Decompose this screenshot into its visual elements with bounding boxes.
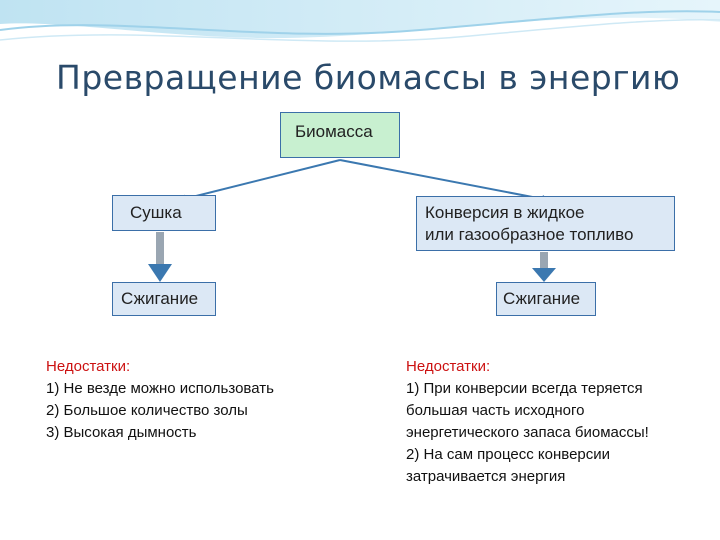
node-burning-right-label: Сжигание [503,289,581,308]
wave-line-1 [0,10,720,35]
node-conversion-line1: Конверсия в жидкое [425,203,585,222]
right-drawback-line: большая часть исходного [406,402,585,419]
arrow-to-drying [178,159,341,203]
right-drawback-line: затрачивается энергия [406,468,566,485]
arrow-to-conversion [339,159,550,203]
node-conversion-line2: или газообразное топливо [425,225,634,244]
arrow-conversion-to-burning [532,252,556,282]
node-drying: Сушка [112,195,216,231]
wave-decoration [0,0,720,42]
arrow-drying-to-burning [148,232,172,282]
right-drawback-line: энергетического запаса биомассы! [406,424,649,441]
slide-title: Превращение биомассы в энергию [56,58,681,97]
right-drawback-line: 2) На сам процесс конверсии [406,446,611,463]
wave-line-2 [0,18,720,42]
node-conversion: Конверсия в жидкое или газообразное топл… [416,196,675,251]
node-burning-left: Сжигание [112,282,216,316]
left-drawback-item: 1) Не везде можно использовать [46,380,274,397]
node-biomass: Биомасса [280,112,400,158]
right-drawbacks-heading: Недостатки: [406,358,491,375]
node-burning-left-label: Сжигание [121,289,199,308]
node-drying-label: Сушка [130,203,182,222]
node-biomass-label: Биомасса [295,122,373,141]
right-drawbacks: Недостатки: 1) При конверсии всегда теря… [406,356,649,488]
left-drawback-item: 2) Большое количество золы [46,402,248,419]
left-drawback-item: 3) Высокая дымность [46,424,197,441]
right-drawback-line: 1) При конверсии всегда теряется [406,380,643,397]
left-drawbacks: Недостатки: 1) Не везде можно использова… [46,356,274,444]
left-drawbacks-heading: Недостатки: [46,358,131,375]
node-burning-right: Сжигание [496,282,596,316]
